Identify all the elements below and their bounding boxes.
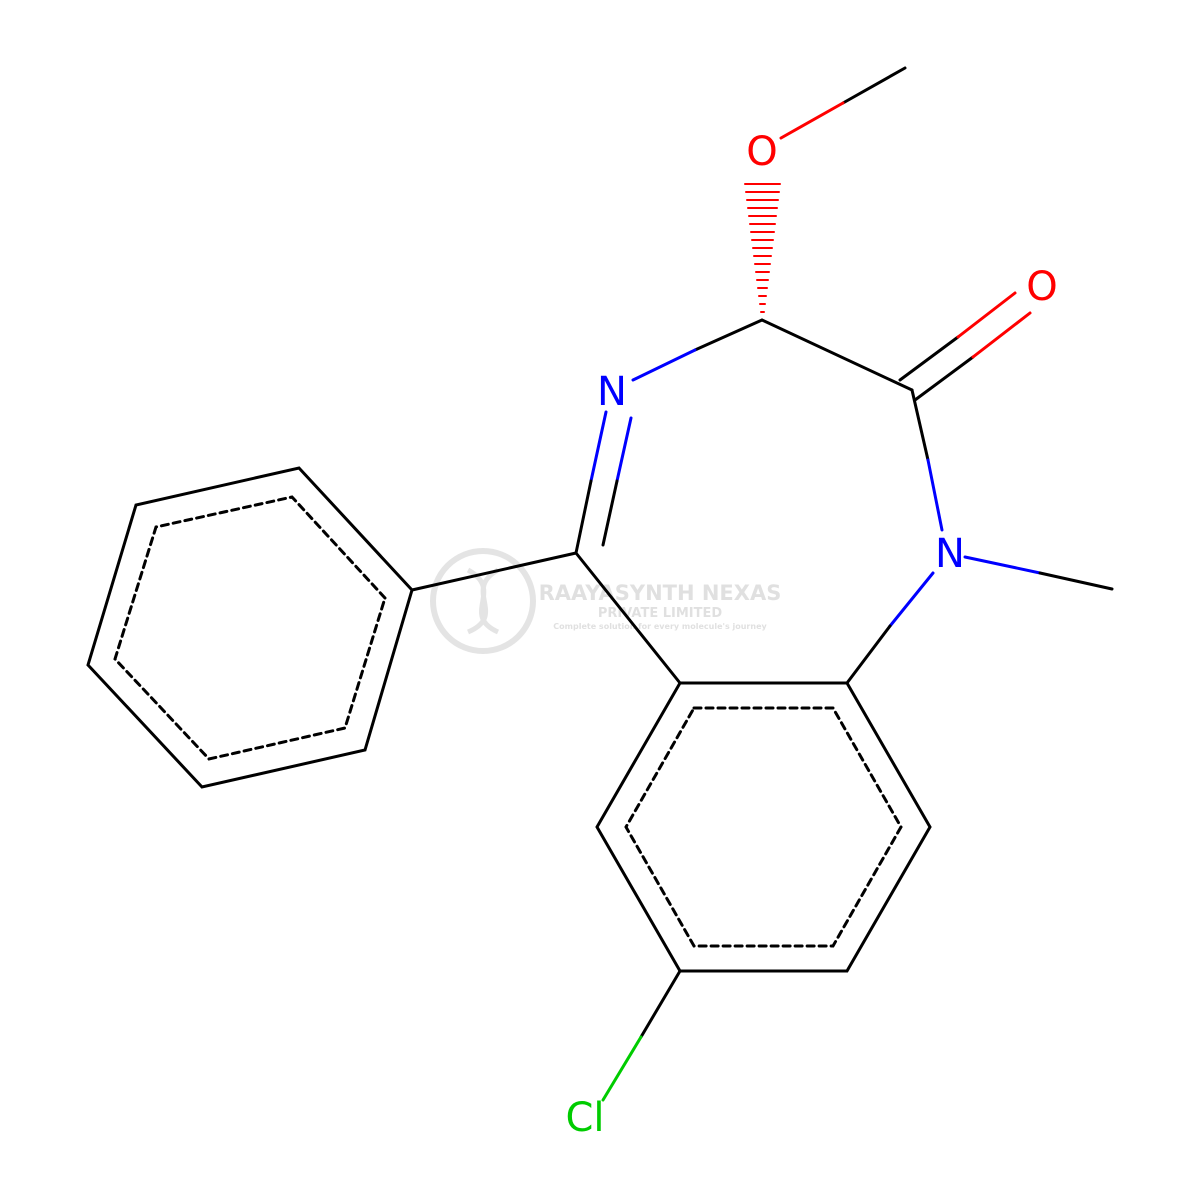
phenyl-ring-aromatic xyxy=(113,495,387,761)
atom-labels: O O N N Cl xyxy=(565,129,1057,1141)
watermark-company: RAAYASYNTH NEXAS xyxy=(539,581,782,605)
bond-c5-phenyl xyxy=(410,551,578,592)
bond-n4-c5-b xyxy=(601,479,619,547)
bond-n1-ch3-blue xyxy=(963,555,1042,575)
bond-c2-o-a xyxy=(898,335,960,382)
bond-c2-o-b-red xyxy=(971,311,1032,359)
bond-c3-n4-blue xyxy=(631,348,697,382)
watermark-logo xyxy=(430,548,536,654)
bond-c7-cl xyxy=(639,969,682,1039)
bond-n1-ch3 xyxy=(1038,571,1114,591)
watermark-helix-icon xyxy=(466,567,500,635)
atom-cl: Cl xyxy=(565,1095,604,1141)
atom-o-carbonyl: O xyxy=(1026,264,1057,310)
bond-c3-n4 xyxy=(693,318,764,352)
bond-methoxy-ch3-o xyxy=(779,101,845,140)
watermark: RAAYASYNTH NEXAS PRIVATE LIMITED Complet… xyxy=(430,548,782,654)
bond-c3-c2 xyxy=(760,318,914,392)
bond-n1-c9a xyxy=(845,624,892,685)
bond-c2-o-b xyxy=(913,355,975,402)
bond-hashed-wedge xyxy=(744,183,781,313)
bond-n4-c5-b-blue xyxy=(615,416,633,483)
watermark-subtitle: PRIVATE LIMITED xyxy=(598,606,723,621)
bond-c2-o-a-red xyxy=(956,291,1017,339)
benzo-ring-aromatic xyxy=(624,706,903,948)
atom-n-imine: N xyxy=(597,369,627,415)
atom-n-amide: N xyxy=(935,531,965,577)
bond-n4-c5-a xyxy=(574,479,593,555)
benzo-ring xyxy=(595,681,932,973)
watermark-tagline: Complete solution for every molecule's j… xyxy=(553,622,767,631)
bond-c2-n1 xyxy=(910,388,930,462)
bond-c2-n1-blue xyxy=(926,458,944,532)
bonds xyxy=(86,66,1114,1102)
bond-c5-c5a xyxy=(574,551,682,685)
bond-n1-c9a-blue xyxy=(888,571,935,628)
atom-o-methoxy: O xyxy=(746,129,777,175)
bond-c7-cl-green xyxy=(601,1035,643,1102)
bond-n4-c5-a-blue xyxy=(589,410,608,483)
phenyl-ring xyxy=(86,466,414,789)
bond-methoxy-ch3 xyxy=(841,66,907,105)
